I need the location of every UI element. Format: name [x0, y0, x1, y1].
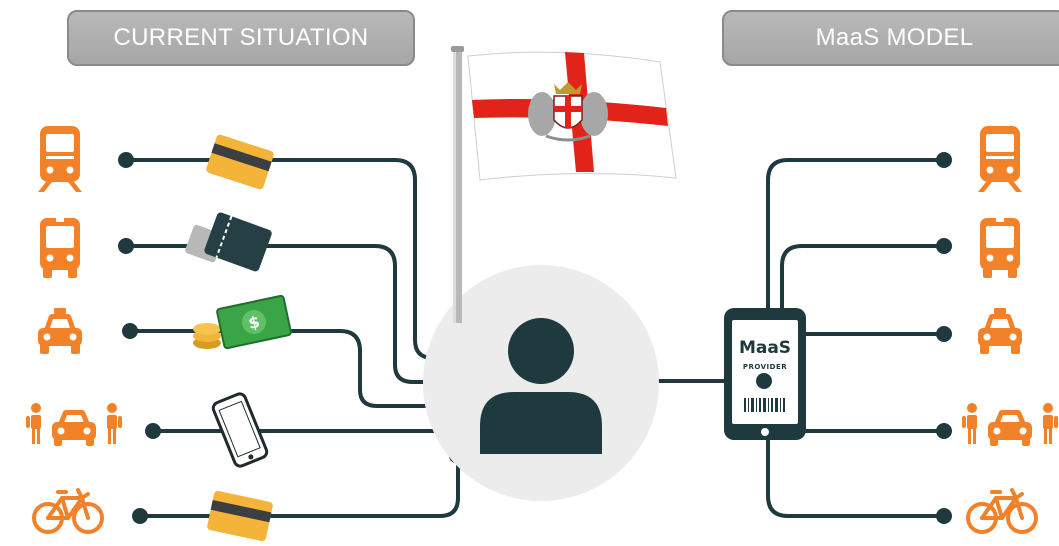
maas-model-header: MaaS MODEL — [722, 10, 1059, 66]
svg-text:$: $ — [247, 312, 262, 333]
train-icon — [978, 126, 1022, 192]
smartphone-icon — [211, 392, 269, 468]
payment-card-icon — [205, 133, 275, 191]
bicycle-icon — [966, 488, 1038, 534]
left-connection-lines — [126, 158, 460, 518]
barcode-icon — [744, 398, 785, 412]
bus-icon — [980, 218, 1020, 278]
train-icon — [38, 126, 82, 192]
cash-icon: $ — [193, 294, 292, 350]
user-icon — [480, 318, 602, 454]
ticket-icon — [185, 212, 272, 272]
taxi-icon — [978, 308, 1022, 354]
bus-icon — [40, 218, 80, 278]
right-connection-lines — [618, 158, 942, 518]
provider-subtitle: PROVIDER — [743, 363, 787, 371]
current-situation-header: CURRENT SITUATION — [67, 10, 415, 66]
genoa-flag-icon — [451, 46, 677, 323]
taxi-icon — [38, 308, 82, 354]
bicycle-icon — [32, 488, 104, 534]
provider-title: MaaS — [739, 338, 791, 358]
carpool-icon — [26, 403, 122, 446]
carpool-icon — [962, 403, 1058, 446]
left-connector-dots — [118, 152, 463, 524]
payment-card-icon — [206, 490, 274, 542]
phone-provider-icon: MaaS PROVIDER — [724, 308, 806, 440]
